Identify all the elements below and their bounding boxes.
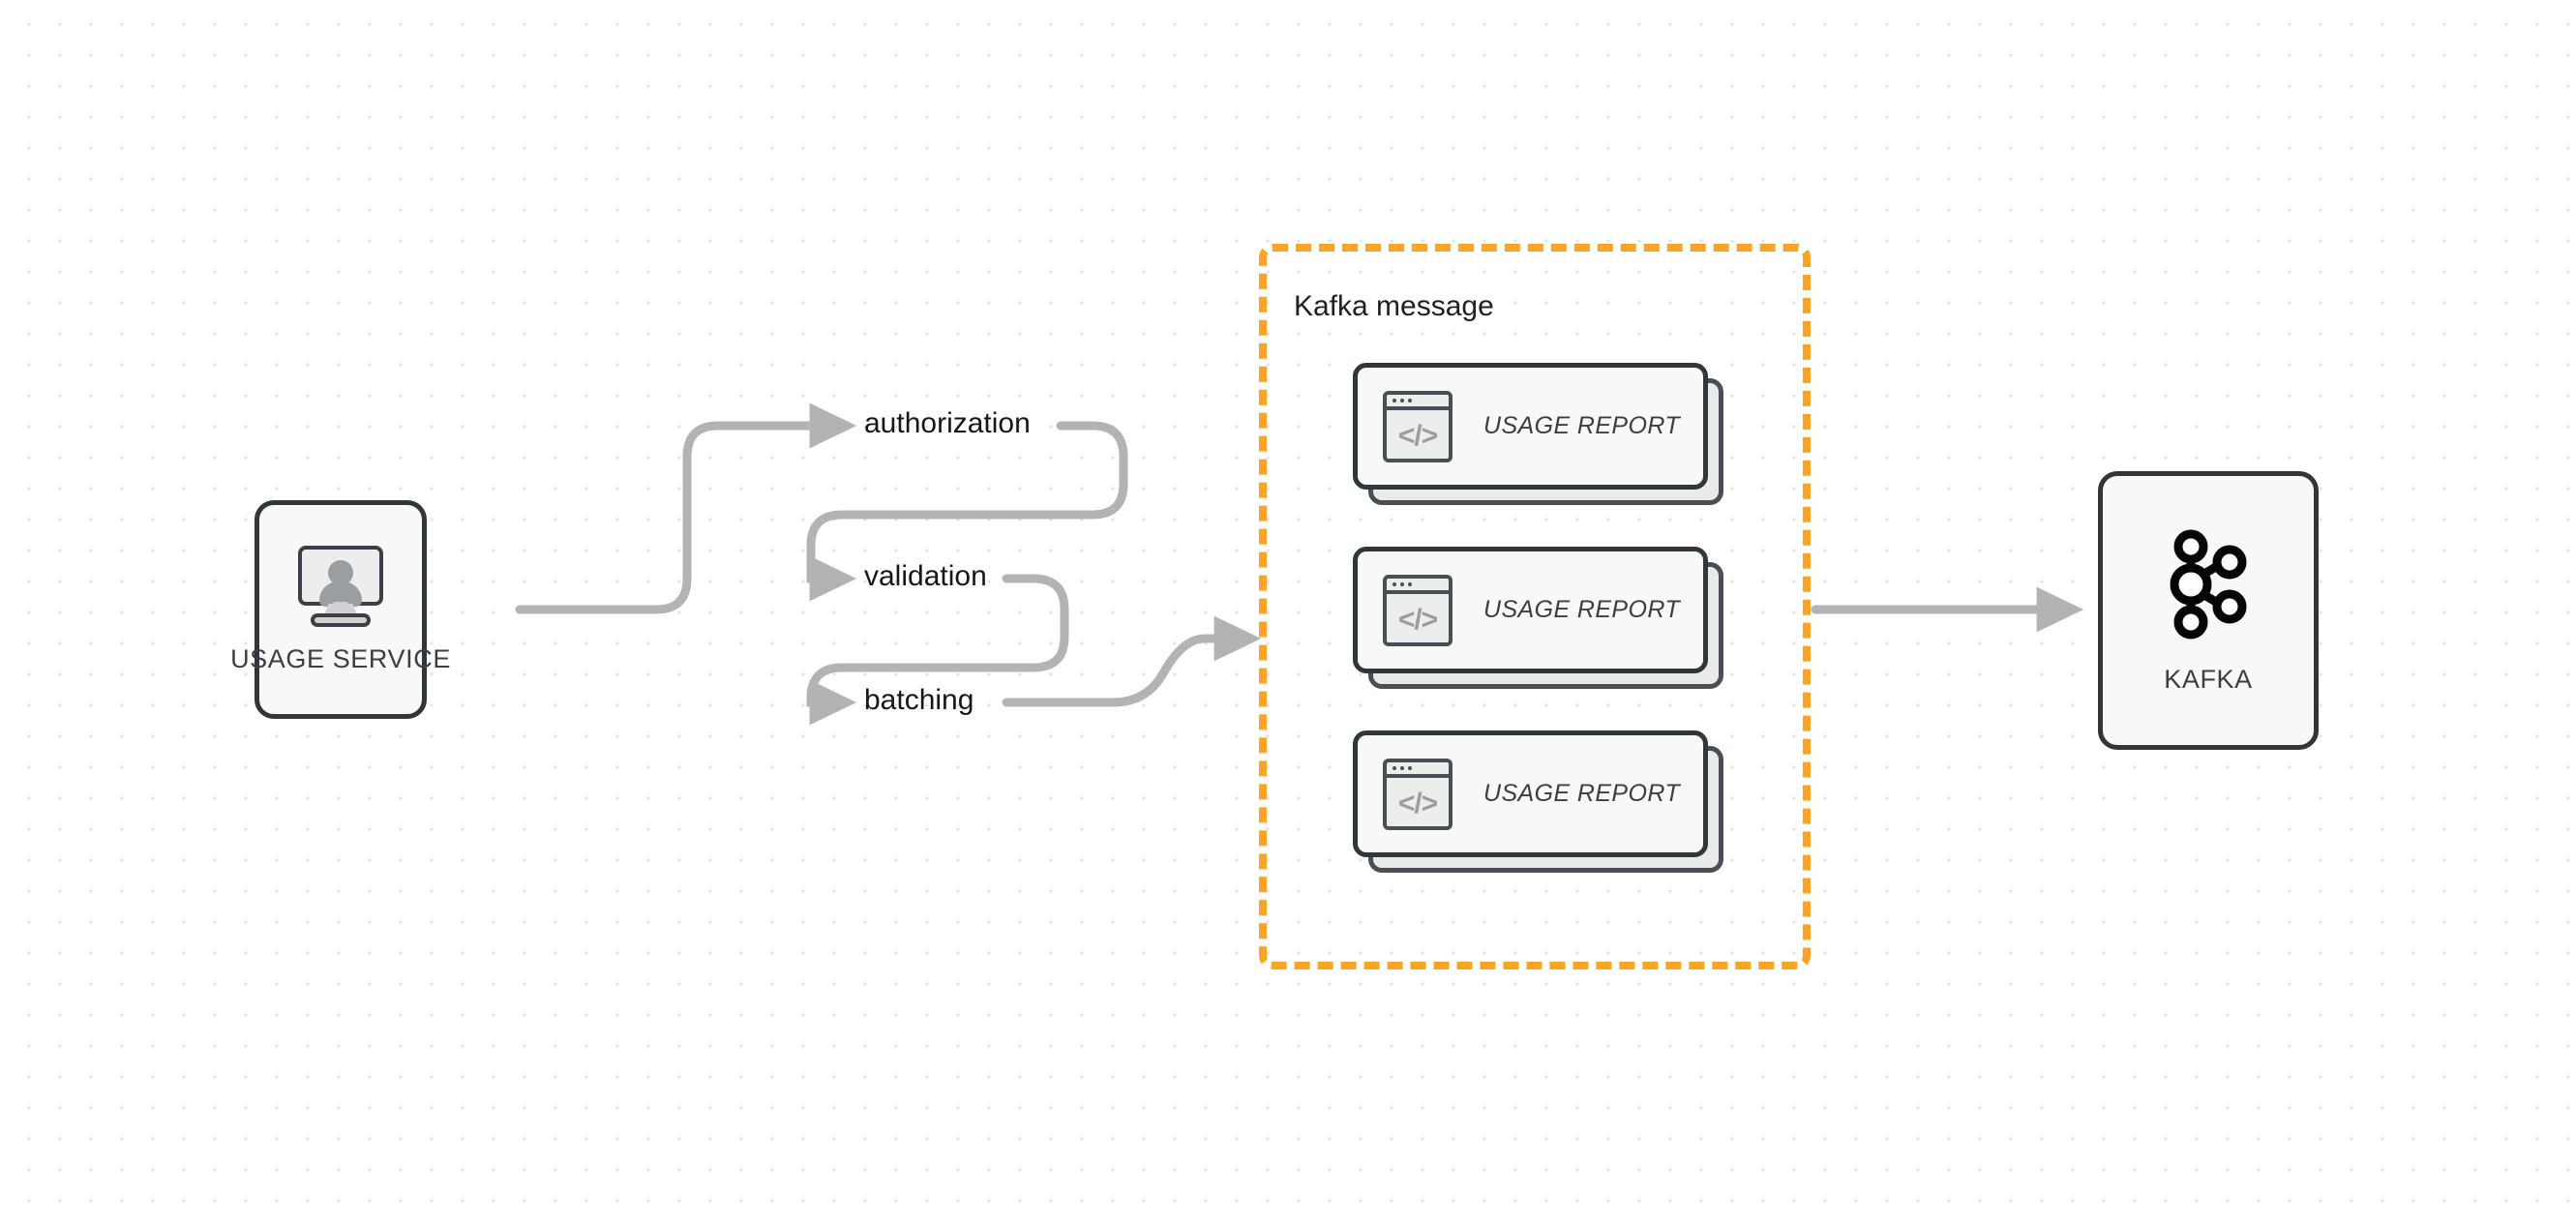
- monitor-base: [311, 612, 371, 627]
- code-glyph: </>: [1397, 787, 1438, 819]
- code-window-icon: </>: [1383, 574, 1453, 646]
- code-glyph: </>: [1397, 603, 1438, 636]
- connector-service-to-authorization: [515, 402, 857, 614]
- window-dot: [1393, 581, 1396, 586]
- card-front-sheet: </> USAGE REPORT: [1353, 547, 1708, 673]
- window-title-bar: [1387, 762, 1449, 778]
- window-title-bar: [1387, 395, 1449, 410]
- monitor-screen: [298, 545, 383, 607]
- window-dot: [1393, 398, 1396, 402]
- usage-report-card[interactable]: </> USAGE REPORT: [1353, 547, 1723, 689]
- window-dot: [1393, 765, 1396, 770]
- person-head: [328, 559, 353, 585]
- window-dot: [1408, 398, 1412, 402]
- monitor-user-icon: [294, 545, 387, 627]
- kafka-message-group-title: Kafka message: [1294, 290, 1494, 322]
- usage-report-label: USAGE REPORT: [1483, 596, 1680, 623]
- step-label-batching: batching: [864, 684, 974, 716]
- card-front-sheet: </> USAGE REPORT: [1353, 363, 1708, 490]
- window-dot: [1400, 398, 1404, 402]
- kafka-message-group: [1259, 244, 1811, 969]
- kafka-label: KAFKA: [2164, 664, 2253, 694]
- card-front-sheet: </> USAGE REPORT: [1353, 730, 1708, 857]
- node-usage-service[interactable]: USAGE SERVICE: [230, 500, 450, 719]
- code-window-icon: </>: [1383, 390, 1453, 462]
- step-label-validation: validation: [864, 560, 987, 592]
- window-dot: [1400, 765, 1404, 770]
- usage-report-card[interactable]: </> USAGE REPORT: [1353, 730, 1723, 873]
- kafka-logo-icon: [2170, 529, 2247, 639]
- monitor-neck: [333, 601, 348, 607]
- window-dot: [1408, 581, 1412, 586]
- usage-report-label: USAGE REPORT: [1483, 780, 1680, 807]
- usage-report-card[interactable]: </> USAGE REPORT: [1353, 363, 1723, 505]
- window-dot: [1400, 581, 1404, 586]
- step-label-authorization: authorization: [864, 407, 1031, 439]
- code-glyph: </>: [1397, 419, 1438, 452]
- window-dot: [1408, 765, 1412, 770]
- node-kafka[interactable]: KAFKA: [2098, 471, 2319, 750]
- usage-service-label: USAGE SERVICE: [230, 643, 451, 673]
- code-window-icon: </>: [1383, 758, 1453, 830]
- connector-authorization-to-validation: [806, 421, 1128, 602]
- connector-batching-to-kafka-message: [1002, 615, 1262, 707]
- usage-report-label: USAGE REPORT: [1483, 412, 1680, 439]
- window-title-bar: [1387, 579, 1449, 594]
